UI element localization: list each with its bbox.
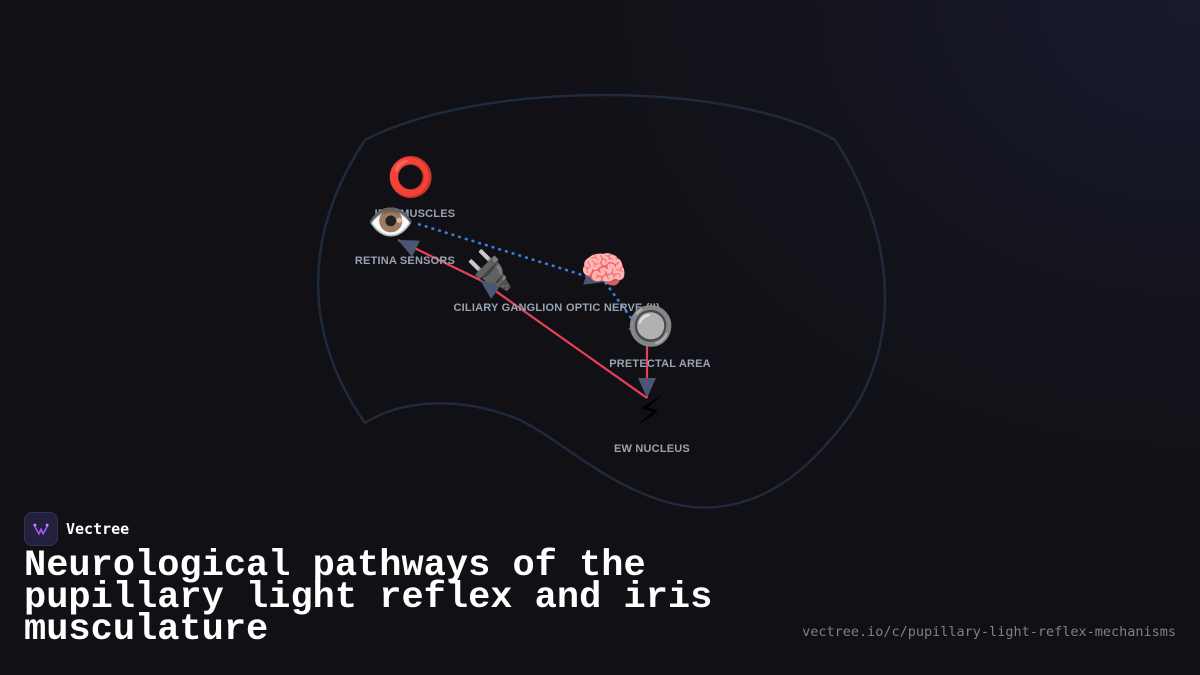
node-label: PRETECTAL AREA	[609, 358, 711, 370]
lightning-icon: ⚡	[637, 389, 664, 433]
source-url: vectree.io/c/pupillary-light-reflex-mech…	[802, 624, 1176, 640]
node-label: RETINA SENSORS	[355, 255, 455, 267]
brain-icon: 🧠	[580, 248, 627, 292]
node-retina[interactable]: 👁️ RETINA SENSORS	[355, 200, 455, 267]
edge-arrowhead	[627, 318, 647, 340]
edge-arrowhead	[480, 280, 502, 299]
edges-layer	[397, 222, 656, 399]
node-ciliary[interactable]: 🔌 CILIARY GANGLION	[454, 248, 563, 314]
node-optic[interactable]: 🧠 OPTIC NERVE (II)	[566, 248, 660, 314]
edge-arrowhead	[638, 378, 656, 398]
nodes-layer: ⭕ IRIS MUSCLES👁️ RETINA SENSORS 🔌 CILIARY GA…	[355, 155, 711, 455]
eye-icon: 👁️	[367, 200, 414, 244]
node-label: EW NUCLEUS	[614, 443, 690, 455]
edge-arrowhead	[583, 267, 605, 285]
node-iris[interactable]: ⭕ IRIS MUSCLES	[375, 155, 456, 220]
radio-button-icon: 🔘	[627, 304, 674, 348]
red-circle-icon: ⭕	[387, 155, 434, 199]
edge-arrowhead	[398, 240, 420, 257]
node-label: CILIARY GANGLION	[454, 302, 563, 314]
vectree-logo-icon	[24, 512, 58, 546]
page-title: Neurological pathways of the pupillary l…	[24, 545, 713, 651]
node-ew[interactable]: ⚡ EW NUCLEUS	[614, 389, 690, 455]
brand: Vectree	[24, 512, 129, 546]
edge-retina-to-optic	[417, 222, 606, 284]
node-pretectal[interactable]: 🔘 PRETECTAL AREA	[609, 304, 711, 370]
edge-ew-to-ciliary	[479, 279, 648, 399]
brand-name: Vectree	[66, 520, 130, 538]
node-label: OPTIC NERVE (II)	[566, 302, 660, 314]
plug-icon: 🔌	[466, 248, 513, 292]
cluster-blob-outline	[316, 93, 887, 509]
edge-optic-to-pretectal	[603, 281, 649, 341]
node-label: IRIS MUSCLES	[375, 208, 456, 220]
